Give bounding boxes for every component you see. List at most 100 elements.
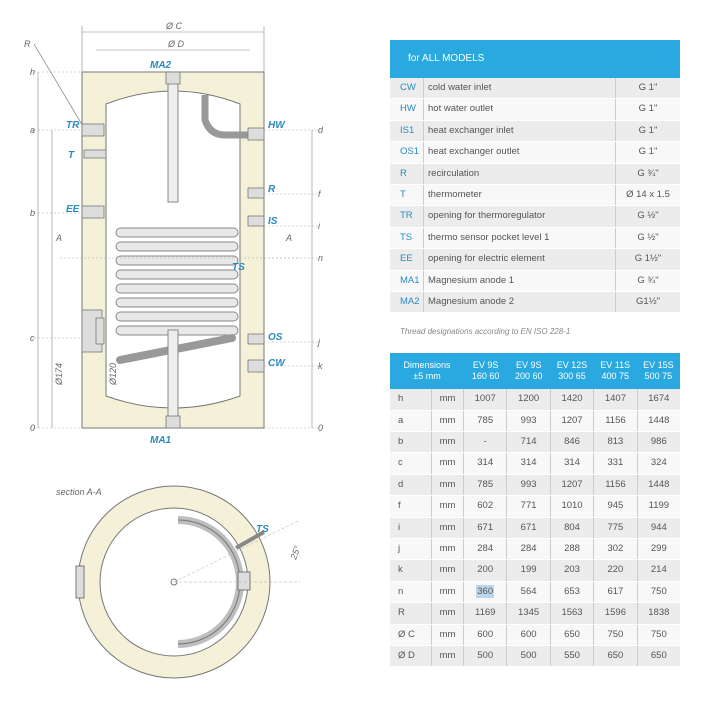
dimension-value: 302 <box>594 539 638 560</box>
dimension-unit: mm <box>432 645 464 667</box>
dimension-label: c <box>390 453 432 474</box>
dimension-value: 993 <box>507 410 551 432</box>
connection-description: thermo sensor pocket level 1 <box>424 227 616 249</box>
dimension-value: 775 <box>594 517 638 539</box>
model-name-line1: EV 15S <box>643 360 674 371</box>
dimension-unit: mm <box>432 560 464 581</box>
dimension-value: 1407 <box>594 389 638 410</box>
dimension-value: 220 <box>594 560 638 581</box>
dimension-value: 650 <box>594 645 638 667</box>
connection-thread: G ½" <box>637 231 659 243</box>
dim-label-k: k <box>318 361 323 371</box>
angle-label: 25° <box>288 544 303 562</box>
dimension-value: 650 <box>551 624 595 645</box>
connection-description: hot water outlet <box>424 99 616 120</box>
dimension-value: 314 <box>464 453 508 474</box>
connection-thread: G ½" <box>637 210 659 222</box>
dimension-unit: mm <box>432 581 464 603</box>
dimension-value: 617 <box>594 581 638 603</box>
dim-label-j: j <box>317 337 321 347</box>
dimension-label: a <box>390 410 432 432</box>
dimension-value: 1838 <box>648 607 670 619</box>
dimension-unit: mm <box>432 432 464 453</box>
dimension-value: 1563 <box>551 603 595 624</box>
connection-description: heat exchanger outlet <box>424 142 616 163</box>
dim-label-n: n <box>318 253 323 263</box>
dimension-value: 804 <box>551 517 595 539</box>
dim-oc: Ø C <box>165 21 183 31</box>
dimension-value: - <box>464 432 508 453</box>
dimension-value: 600 <box>507 624 551 645</box>
model-name-line1: EV 11S <box>600 360 631 371</box>
dimension-value: 199 <box>507 560 551 581</box>
connection-code: CW <box>390 78 424 99</box>
dimension-value: 203 <box>551 560 595 581</box>
dim-label-h: h <box>30 67 35 77</box>
dimension-value: 945 <box>594 496 638 517</box>
connection-thread: G 1" <box>638 103 658 115</box>
connection-code: TS <box>390 227 424 249</box>
dimension-unit: mm <box>432 474 464 496</box>
dimension-value: 671 <box>507 517 551 539</box>
dimension-unit: mm <box>432 624 464 645</box>
dimension-value: 671 <box>464 517 508 539</box>
dimension-label: h <box>390 389 432 410</box>
dimension-value: 299 <box>650 543 667 555</box>
dim-label-d: d <box>318 125 324 135</box>
connection-description: recirculation <box>424 163 616 184</box>
dim-label-0-right: 0 <box>318 423 323 433</box>
dimension-label: Ø C <box>390 624 432 645</box>
dim-od: Ø D <box>167 39 185 49</box>
dimension-value: 993 <box>507 474 551 496</box>
dim-label-0-left: 0 <box>30 423 35 433</box>
dimension-value: 1420 <box>551 389 595 410</box>
connection-description: Magnesium anode 1 <box>424 270 616 291</box>
model-name-line2: 400 75 <box>601 371 629 382</box>
dim-o120: Ø120 <box>108 363 118 386</box>
connections-header: for ALL MODELS <box>390 40 680 78</box>
connection-code: HW <box>390 99 424 120</box>
label-hw: HW <box>268 120 286 131</box>
dim-label-b: b <box>30 208 35 218</box>
dimension-unit: mm <box>432 496 464 517</box>
dimension-value: 284 <box>507 539 551 560</box>
dimension-label: R <box>390 603 432 624</box>
connection-code: EE <box>390 249 424 270</box>
dimension-label: j <box>390 539 432 560</box>
dimension-label: b <box>390 432 432 453</box>
dim-label-a: a <box>30 125 35 135</box>
section-marker-right: A <box>285 233 292 243</box>
connection-thread: G 1" <box>638 124 658 136</box>
label-os: OS <box>268 332 283 343</box>
dimension-value: 750 <box>650 628 667 640</box>
dimension-value: 1345 <box>507 603 551 624</box>
dim-label-i: i <box>318 221 321 231</box>
dimension-unit: mm <box>432 539 464 560</box>
dimension-value: 1007 <box>464 389 508 410</box>
dim-r: R <box>24 39 31 49</box>
dimension-value: 1207 <box>551 410 595 432</box>
dimension-value: 324 <box>650 457 667 469</box>
model-name-line1: EV 9S <box>516 360 542 371</box>
connection-thread: G 1½" <box>634 253 662 265</box>
dimension-value: 214 <box>650 564 667 576</box>
dimension-value: 813 <box>594 432 638 453</box>
dimension-value: 600 <box>464 624 508 645</box>
highlighted-value: 360 <box>476 584 495 598</box>
connection-code: IS1 <box>390 120 424 142</box>
